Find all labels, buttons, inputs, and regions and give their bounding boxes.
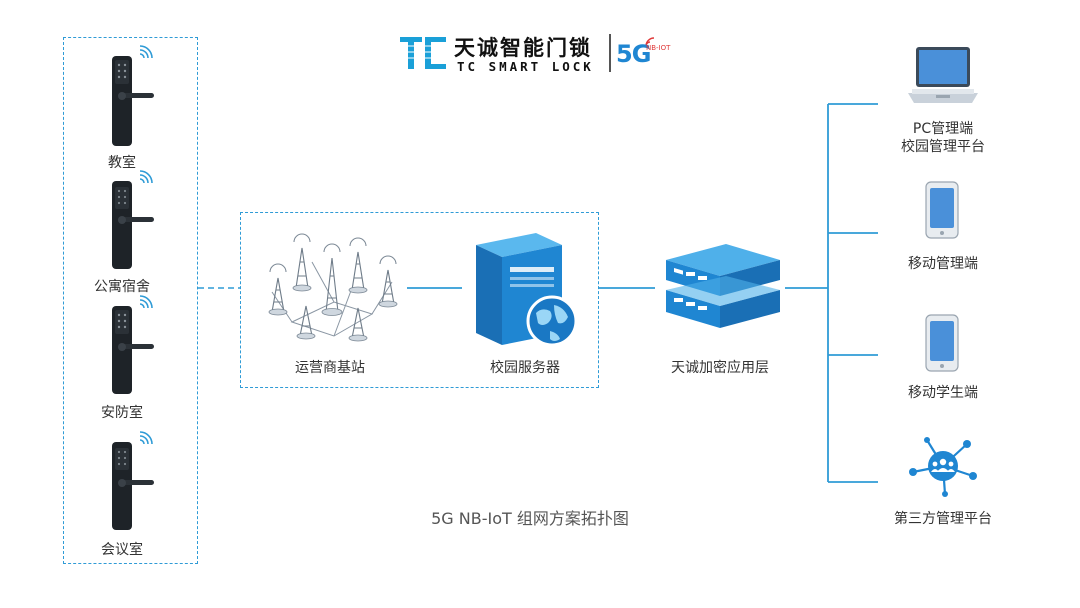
tablet-icon <box>925 181 959 239</box>
laptop-icon <box>908 47 978 103</box>
badge-5g-text: 5G <box>616 40 651 68</box>
campus-server-label: 校园服务器 <box>490 360 560 376</box>
logo-name-en: TC SMART LOCK <box>457 59 594 74</box>
lock-item: 安防室 <box>100 295 170 421</box>
lock-label-classroom: 教室 <box>108 155 136 171</box>
mobile-admin-label: 移动管理端 <box>908 256 978 272</box>
third-party-network-icon <box>909 437 977 497</box>
lock-label-dormitory: 公寓宿舍 <box>94 279 150 295</box>
badge-nbiot-text: NB-IOT <box>646 44 671 52</box>
mobile-student-label: 移动学生端 <box>908 385 978 401</box>
lock-item: 会议室 <box>100 431 170 558</box>
pc-admin-label: PC管理端 <box>912 121 974 137</box>
tc-logo-mark-icon <box>398 34 448 72</box>
lock-label-security-room: 安防室 <box>101 405 143 421</box>
phone-icon <box>925 314 959 372</box>
campus-server-icon <box>476 233 578 347</box>
smart-lock-icon <box>112 431 154 530</box>
base-station-label: 运营商基站 <box>295 360 365 376</box>
campus-platform-label: 校园管理平台 <box>901 139 985 155</box>
lock-item: 教室 <box>100 45 170 171</box>
badge-5g: 5G NB-IOT <box>616 37 674 72</box>
encryption-layer-label: 天诚加密应用层 <box>671 360 769 376</box>
network-group <box>240 212 599 388</box>
logo: 天诚智能门锁 TC SMART LOCK 5G NB-IOT <box>398 32 678 74</box>
encryption-layer-icon <box>666 244 780 328</box>
logo-name-cn: 天诚智能门锁 <box>454 35 592 60</box>
smart-lock-icon <box>112 295 154 394</box>
logo-divider <box>609 34 611 72</box>
diagram-caption: 5G NB-IoT 组网方案拓扑图 <box>431 509 629 528</box>
lock-item: 公寓宿舍 <box>94 170 170 295</box>
globe-icon <box>526 295 578 347</box>
locks-group <box>63 37 198 564</box>
lock-label-meeting-room: 会议室 <box>101 542 143 558</box>
smart-lock-icon <box>112 170 154 269</box>
smart-lock-icon <box>112 45 154 146</box>
base-station-icon <box>268 233 398 342</box>
third-party-label: 第三方管理平台 <box>894 511 992 527</box>
signal-waves-icon <box>645 37 655 47</box>
